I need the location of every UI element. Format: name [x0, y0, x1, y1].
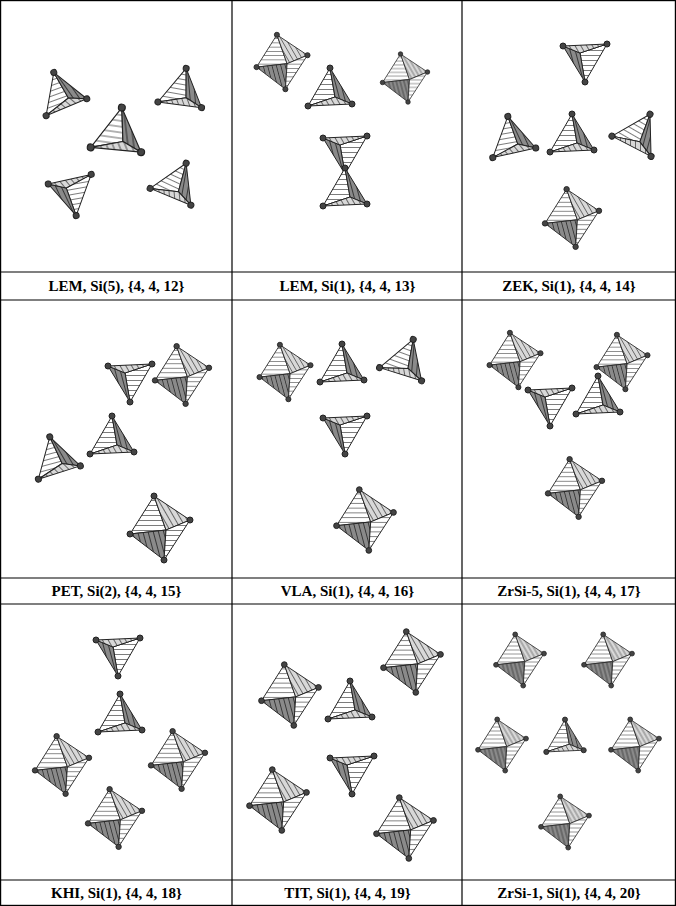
tetrahedron	[325, 678, 375, 722]
panel-caption: VLA, Si(1), {4, 4, 16}	[233, 579, 462, 604]
tetrahedron	[320, 165, 370, 209]
tetrahedron	[95, 691, 145, 735]
caption-text: KHI, Si(1), {4, 4, 18}	[51, 885, 182, 902]
tetrahedron	[560, 41, 610, 85]
octahedron	[539, 794, 592, 850]
tetrahedron	[93, 635, 143, 679]
panel-caption: ZEK, Si(1), {4, 4, 14}	[463, 273, 675, 300]
panel-caption: PET, Si(2), {4, 4, 15}	[1, 579, 232, 604]
caption-text: ZrSi-5, Si(1), {4, 4, 17}	[497, 583, 641, 600]
octahedron	[148, 729, 207, 792]
panel-caption: LEM, Si(5), {4, 4, 12}	[1, 273, 232, 300]
octahedron	[257, 342, 313, 402]
tetrahedron	[376, 328, 438, 386]
tetrahedron	[544, 717, 587, 754]
tetrahedron	[573, 373, 623, 417]
tetrahedron	[29, 61, 91, 119]
octahedron	[582, 632, 635, 688]
panel-caption: ZrSi-5, Si(1), {4, 4, 17}	[463, 579, 675, 604]
octahedron	[380, 52, 430, 105]
tetrahedron	[44, 171, 101, 223]
tetrahedron	[25, 427, 85, 482]
tetrahedron	[87, 413, 137, 457]
caption-text: LEM, Si(5), {4, 4, 12}	[49, 278, 185, 295]
caption-text: TIT, Si(1), {4, 4, 19}	[284, 885, 411, 902]
tetrahedron	[154, 61, 211, 113]
caption-text: ZrSi-1, Si(1), {4, 4, 20}	[497, 885, 641, 902]
tetrahedron	[320, 413, 370, 457]
octahedron	[381, 629, 444, 696]
tetrahedron	[317, 341, 367, 385]
octahedron	[609, 717, 662, 773]
octahedron	[334, 487, 397, 554]
octahedron	[545, 457, 604, 520]
tetrahedron	[525, 385, 575, 429]
panel-caption: KHI, Si(1), {4, 4, 18}	[1, 881, 232, 905]
tetrahedron	[483, 109, 540, 161]
caption-text: VLA, Si(1), {4, 4, 16}	[281, 583, 415, 600]
octahedron	[85, 787, 144, 850]
octahedron	[127, 493, 193, 563]
panel-caption: LEM, Si(1), {4, 4, 13}	[233, 273, 462, 300]
caption-text: ZEK, Si(1), {4, 4, 14}	[502, 278, 636, 295]
octahedron	[247, 767, 310, 834]
tetrahedron	[305, 65, 355, 109]
octahedron	[259, 662, 322, 729]
octahedron	[476, 717, 529, 773]
octahedron	[487, 330, 543, 390]
octahedron	[32, 734, 91, 797]
tetrahedron	[327, 753, 377, 797]
tetrahedron	[608, 99, 673, 162]
octahedron	[254, 32, 310, 92]
caption-text: LEM, Si(1), {4, 4, 13}	[280, 278, 416, 295]
octahedron	[152, 344, 211, 407]
tetrahedron	[547, 111, 597, 155]
panel-caption: TIT, Si(1), {4, 4, 19}	[233, 881, 462, 905]
octahedron	[542, 187, 601, 250]
tetrahedron	[105, 361, 155, 405]
octahedron	[374, 795, 437, 862]
caption-text: PET, Si(2), {4, 4, 15}	[52, 583, 182, 600]
panel-caption: ZrSi-1, Si(1), {4, 4, 20}	[463, 881, 675, 905]
tetrahedron	[146, 150, 210, 211]
tetrahedron	[87, 100, 151, 158]
octahedron	[494, 632, 547, 688]
